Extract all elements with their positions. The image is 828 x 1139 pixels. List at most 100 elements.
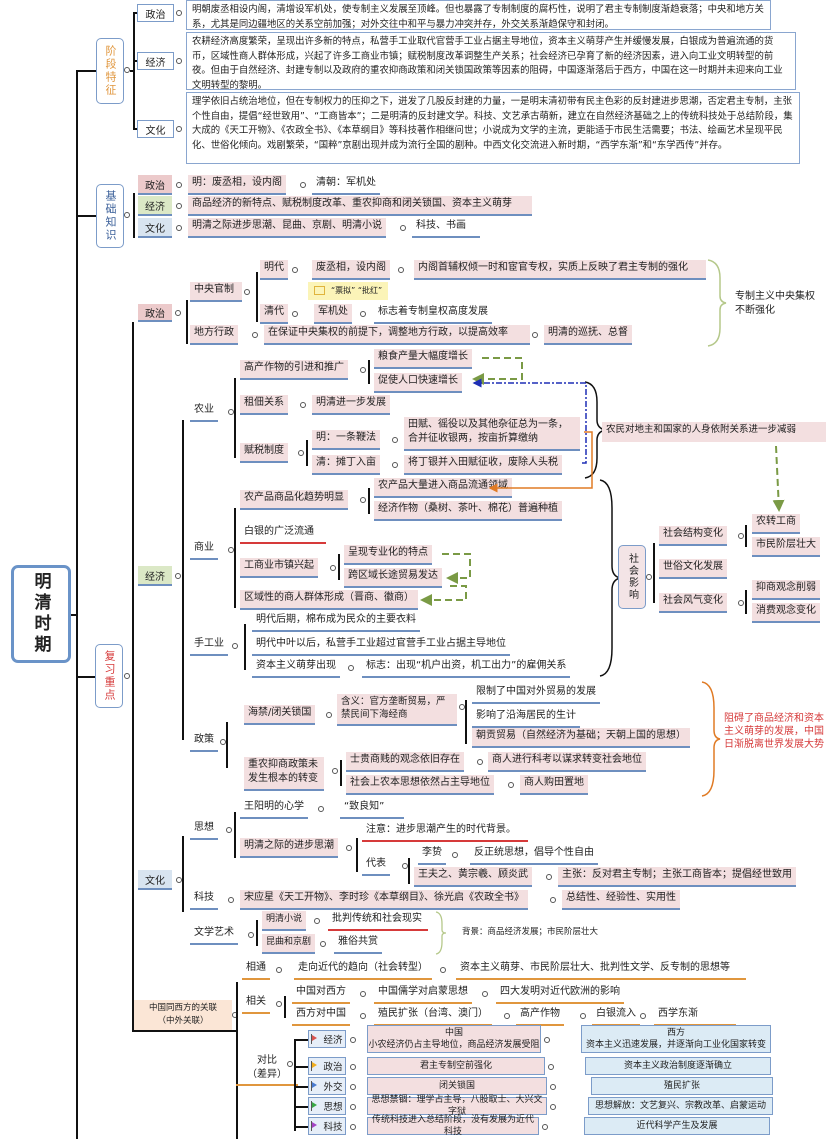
tenancy-a: 明清进一步发展 [312,395,390,415]
contrast-china-cell: 中国小农经济仍占主导地位，商品经济发展受阻 [367,1025,541,1053]
basic-politics-item: 明：废丞相，设内阁 [188,175,286,195]
flag-icon [311,1081,320,1092]
contrast-china-cell: 思想禁锢：理学占主导，八股取士、大兴文字狱 [367,1095,547,1117]
relation-arrows [420,357,785,606]
handicraft-a: 明代后期，棉布成为民众的主要衣料 [252,612,420,632]
section-review-points[interactable]: 复习重点 [95,644,123,708]
contrast-row-label[interactable]: 政治 [308,1057,346,1075]
central-gov-node[interactable]: 中央官制 [190,282,242,302]
basic-culture-item: 科技、书画 [412,218,480,238]
thought-node[interactable]: 思想 [190,820,218,840]
flag-icon [311,1121,320,1132]
agri-first-node: 重农抑商政策未发生根本的转变 [244,757,324,791]
social-structure-a: 农转工商 [752,514,800,534]
agri-node[interactable]: 农业 [190,402,218,422]
crops-b: 促使人口快速增长 [374,373,462,393]
basic-culture-tag[interactable]: 文化 [138,218,172,238]
agri-first-a2: 商人进行科考以谋求转变社会地位 [488,752,646,772]
sci-node[interactable]: 科技 [190,890,218,910]
qing-effect: 标志着专制皇权高度发展 [374,304,492,324]
tax-node: 赋税制度 [240,443,288,463]
flag-icon [311,1061,320,1072]
c2w-node: 中国对西方 [292,984,350,1004]
stage-text-economy: 农耕经济高度繁荣，呈现出许多新的特点，私营手工业取代官营手工业占据主导地位，资本… [186,32,796,91]
policy-brace [701,681,721,797]
review-culture-tag[interactable]: 文化 [138,870,172,890]
contrast-china-cell: 君主专制空前强化 [367,1057,545,1075]
review-economy-tag[interactable]: 经济 [138,566,172,586]
handicraft-c-a: 标志：出现“机户出资，机工出力”的雇佣关系 [362,658,571,678]
ming-node: 明代 [260,260,288,280]
politics-summary: 专制主义中央集权不断强化 [735,291,815,316]
spine-main [76,70,78,1139]
w2c-b: 高产作物 [516,1006,564,1026]
contrast-row-label[interactable]: 科技 [308,1117,346,1135]
w2c-a: 殖民扩张（台湾、澳门） [374,1006,492,1026]
li-zhi-a: 反正统思想，倡导个性自由 [470,845,598,865]
qing-grand-council: 军机处 [314,304,352,324]
merchants-node: 区域性的商人群体形成（晋商、徽商） [240,590,418,610]
towns-a: 呈现专业化的特点 [344,545,432,565]
contrast-west-cell: 资本主义政治制度逐渐确立 [585,1057,771,1075]
attention-note: 注意：进步思潮产生的时代背景。 [362,822,528,842]
basic-politics-tag[interactable]: 政治 [138,175,172,195]
review-relations-tag[interactable]: 中国同西方的关联 （中外关联） [134,1000,232,1030]
review-politics-tag[interactable]: 政治 [138,304,172,322]
sci-a: 宋应星《天工开物》、李时珍《本草纲目》、徐光启《农政全书》 [240,890,528,910]
w2c-c: 白银流入 [592,1006,640,1026]
agri-first-a: 士贵商贱的观念依旧存在 [346,752,464,772]
folk-culture: 世俗文化发展 [659,559,727,579]
handicraft-b: 明代中叶以后，私营手工业超过官营手工业占据主导地位 [252,636,510,656]
stage-text-politics: 明朝废丞相设内阁，清增设军机处，使专制主义发展至顶峰。但也暴露了专制制度的腐朽性… [186,0,771,30]
local-admin-node[interactable]: 地方行政 [190,325,238,345]
basic-politics-item: 清朝：军机处 [312,175,380,195]
tax-qing: 清：摊丁入亩 [312,455,380,475]
qing-node: 清代 [260,304,288,324]
policy-node[interactable]: 政策 [190,732,218,752]
wang-yangming-a: “致良知” [340,799,404,819]
section-stage-features[interactable]: 阶段特征 [96,38,124,104]
contrast-west-cell: 近代科学产生及发展 [584,1117,770,1135]
sea-ban-node: 海禁/闭关锁国 [244,705,316,725]
basic-economy-item: 商品经济的新特点、赋税制度改革、重农抑商和闭关锁国、资本主义萌芽 [188,196,532,216]
agri-first-b2: 商人购田置地 [520,775,588,795]
stage-tag-politics[interactable]: 政治 [137,4,174,22]
contrast-node[interactable]: 对比 （差异） [236,1054,298,1086]
politics-brace [707,259,727,347]
social-structure: 社会结构变化 [659,526,727,546]
contrast-west-cell: 思想解放：文艺复兴、宗教改革、启蒙运动 [588,1097,773,1115]
stage-tag-economy[interactable]: 经济 [137,52,174,70]
common-node: 相通 [242,960,270,980]
arts-node[interactable]: 文学艺术 [190,925,238,945]
arts-brace [435,911,447,955]
contrast-row-label[interactable]: 经济 [308,1030,346,1048]
commerce-node[interactable]: 商业 [190,540,218,560]
root-node[interactable]: 明清时期 [11,565,71,663]
common-a: 走向近代的趋向（社会转型） [294,960,432,980]
flag-icon [311,1034,320,1045]
root-title: 明清时期 [30,572,51,656]
w2c-d: 西学东渐 [654,1006,736,1026]
spine-root-link [70,614,78,616]
handicraft-node[interactable]: 手工业 [190,636,228,656]
li-zhi: 李贽 [418,845,446,865]
wang-yangming: 王阳明的心学 [240,799,308,819]
crops-node: 高产作物的引进和推广 [240,360,348,380]
section-basic-knowledge[interactable]: 基础知识 [96,184,124,248]
handicraft-c: 资本主义萌芽出现 [252,658,340,678]
contrast-row-label[interactable]: 思想 [308,1097,346,1115]
sea-ban-c: 朝贡贸易（自然经济为基础；天朝上国的思想） [472,728,690,748]
note-icon [314,286,325,295]
silver-node: 白银的广泛流通 [240,524,326,544]
stage-tag-culture[interactable]: 文化 [137,120,174,138]
contrast-row-label[interactable]: 外交 [308,1077,346,1095]
basic-culture-item: 明清之际进步思潮、昆曲、京剧、明清小说 [188,218,386,238]
sea-ban-a: 限制了中国对外贸易的发展 [472,684,600,704]
w2c-node: 西方对中国 [292,1006,350,1026]
basic-economy-tag[interactable]: 经济 [138,196,172,216]
contrast-west-cell: 殖民扩张 [591,1077,773,1095]
ming-effect: 内阁首辅权倾一时和宦官专权，实质上反映了君主专制的强化 [414,260,706,280]
social-impact-node[interactable]: 社会影响 [618,545,646,609]
novel-node: 明清小说 [262,911,307,931]
agri-effect: 农民对地主和国家的人身依附关系进一步减弱 [602,422,826,442]
